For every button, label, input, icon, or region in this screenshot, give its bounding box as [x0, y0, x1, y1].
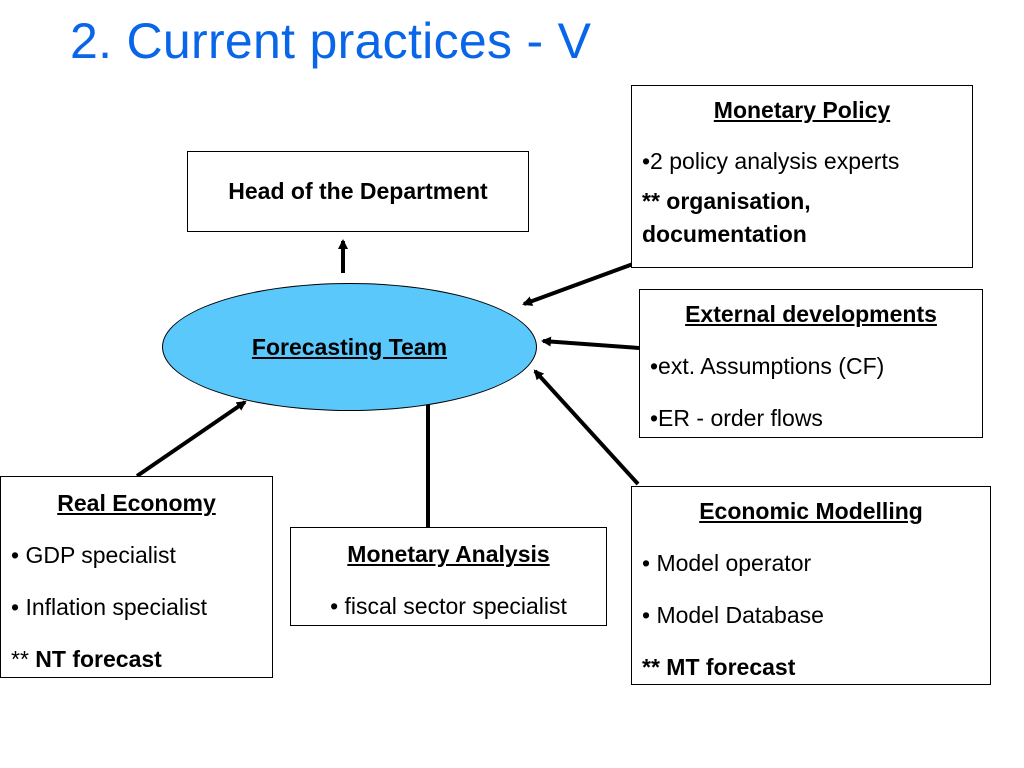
monetary-analysis-item: • fiscal sector specialist	[330, 593, 567, 619]
arrow-monetary-policy-to-team	[522, 262, 634, 306]
external-developments-heading: External developments	[685, 301, 937, 327]
real-economy-item: • Inflation specialist	[11, 594, 207, 620]
head-of-department-box: Head of the Department	[187, 151, 529, 232]
monetary-policy-note-prefix: **	[642, 188, 667, 214]
arrow-modelling-to-team	[533, 369, 640, 486]
real-economy-heading: Real Economy	[57, 490, 216, 516]
monetary-policy-note: ** organisation, documentation	[642, 185, 962, 251]
real-economy-note-text: NT forecast	[35, 646, 162, 672]
forecasting-team-ellipse: Forecasting Team	[162, 283, 537, 411]
economic-modelling-box: Economic Modelling • Model operator • Mo…	[631, 486, 991, 685]
economic-modelling-note: ** MT forecast	[642, 653, 980, 681]
economic-modelling-item: • Model operator	[642, 550, 812, 576]
slide-title: 2. Current practices - V	[70, 13, 592, 69]
monetary-policy-note-text: organisation, documentation	[642, 188, 811, 247]
arrow-external-to-team	[541, 336, 640, 350]
economic-modelling-item: • Model Database	[642, 602, 824, 628]
external-developments-item: •ER - order flows	[650, 405, 823, 431]
economic-modelling-note-prefix: **	[642, 654, 667, 680]
real-economy-note: ** NT forecast	[11, 645, 262, 673]
monetary-analysis-box: Monetary Analysis • fiscal sector specia…	[290, 527, 607, 626]
monetary-policy-item: •2 policy analysis experts	[642, 148, 900, 174]
monetary-policy-box: Monetary Policy •2 policy analysis exper…	[631, 85, 973, 268]
real-economy-item: • GDP specialist	[11, 542, 176, 568]
real-economy-note-prefix: **	[11, 646, 36, 672]
external-developments-item: •ext. Assumptions (CF)	[650, 353, 885, 379]
monetary-analysis-heading: Monetary Analysis	[347, 541, 550, 567]
arrow-real-economy-to-team	[135, 400, 247, 478]
head-of-department-label: Head of the Department	[228, 178, 488, 204]
economic-modelling-note-text: MT forecast	[666, 654, 796, 680]
economic-modelling-heading: Economic Modelling	[699, 498, 923, 524]
real-economy-box: Real Economy • GDP specialist • Inflatio…	[0, 476, 273, 678]
forecasting-team-label: Forecasting Team	[251, 333, 448, 360]
external-developments-box: External developments •ext. Assumptions …	[639, 289, 983, 438]
monetary-policy-heading: Monetary Policy	[713, 97, 891, 123]
